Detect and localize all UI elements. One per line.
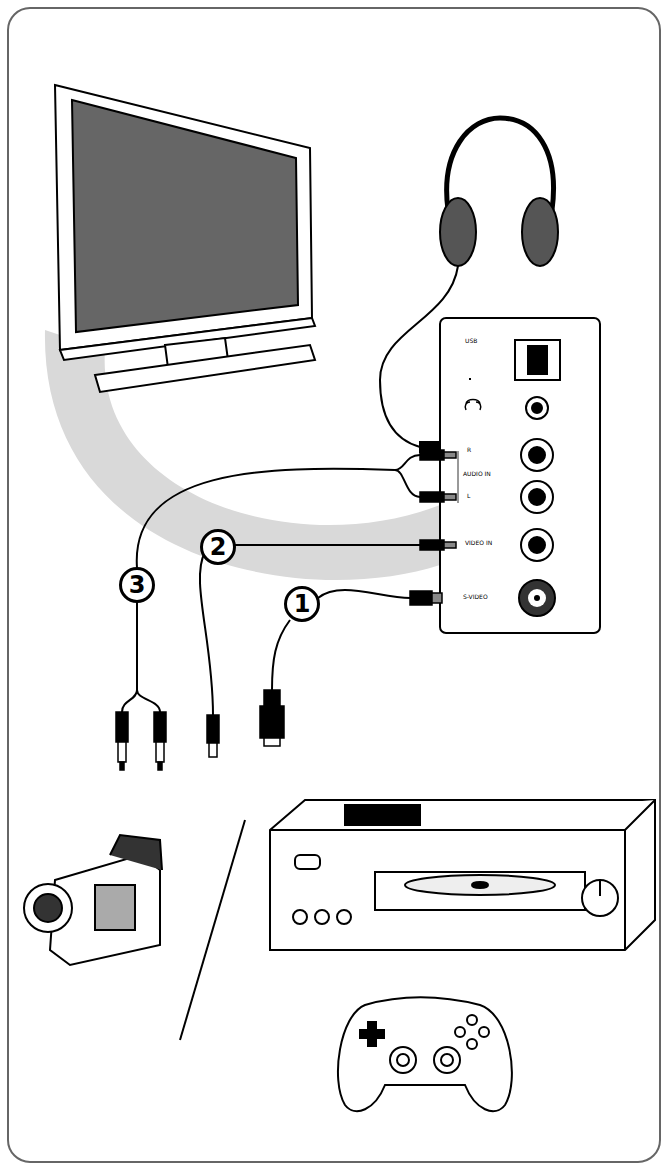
headphones [380,118,558,452]
callout-circle: 2 [200,529,236,565]
port-label: AUDIO IN [462,471,492,477]
audio-bracket [458,451,459,503]
dvd-player [270,800,655,950]
callout-number: 2 [210,535,227,559]
port-label: L [466,493,471,499]
port-label: VIDEO IN [464,540,493,546]
port-label: R [466,447,472,453]
plugs [116,450,456,770]
frame [8,8,660,1162]
gamepad [338,998,512,1112]
divider [180,820,245,1040]
callout-circle: 3 [119,567,155,603]
callout-number: 3 [129,573,146,597]
callout-circle: 1 [284,586,320,622]
port-label: S-VIDEO [462,594,489,600]
side-panel [440,318,600,633]
port-label: USB [464,338,478,344]
callout-number: 1 [294,592,311,616]
camcorder [24,835,162,965]
tv-set [55,85,315,392]
cables [122,455,420,715]
